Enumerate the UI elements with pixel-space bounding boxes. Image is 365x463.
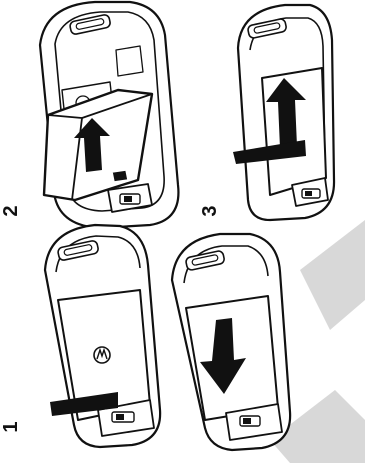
step-number-2: 2	[0, 201, 22, 221]
arrow-left-icon	[112, 170, 128, 182]
motorola-logo-icon	[94, 347, 110, 363]
step-number-3: 3	[199, 201, 221, 221]
step-number-1: 1	[0, 417, 22, 437]
